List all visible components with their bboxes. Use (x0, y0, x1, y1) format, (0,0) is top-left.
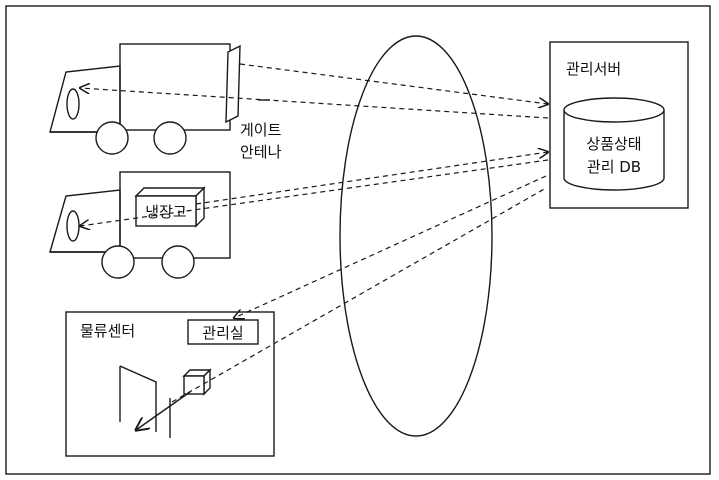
truck-top-cargo (120, 44, 230, 130)
management-room-label: 관리실 (202, 324, 243, 342)
gate-antenna-label-line2: 안테나 (240, 143, 282, 161)
management-server-label: 관리서버 (566, 60, 621, 78)
truck-top-window (67, 89, 79, 119)
logistics-center: 물류센터 관리실 (66, 312, 274, 456)
package-box (184, 376, 204, 394)
truck-middle-rear-wheel (162, 246, 194, 278)
comm-antenna-to-server (240, 64, 548, 104)
gate-antenna-icon (226, 46, 240, 122)
package-arrow (136, 392, 190, 430)
truck-middle-front-wheel (102, 246, 134, 278)
truck-middle: 냉장고 (50, 172, 230, 278)
truck-top-rear-wheel (154, 122, 186, 154)
database-label-line2: 관리 DB (587, 158, 641, 176)
database-label-line1: 상품상태 (586, 135, 641, 153)
comm-server-to-management-room (234, 176, 546, 318)
truck-middle-cab (50, 190, 120, 252)
management-server: 관리서버 상품상태 관리 DB (550, 42, 688, 208)
logistics-center-label: 물류센터 (80, 322, 135, 340)
logistics-gate (120, 366, 156, 432)
gate-antenna-label-line1: 게이트 (240, 121, 282, 139)
truck-top (50, 44, 270, 154)
comm-server-to-truck-top (80, 88, 548, 118)
truck-middle-window (67, 211, 79, 241)
truck-top-front-wheel (96, 122, 128, 154)
network-ellipse (340, 36, 492, 436)
